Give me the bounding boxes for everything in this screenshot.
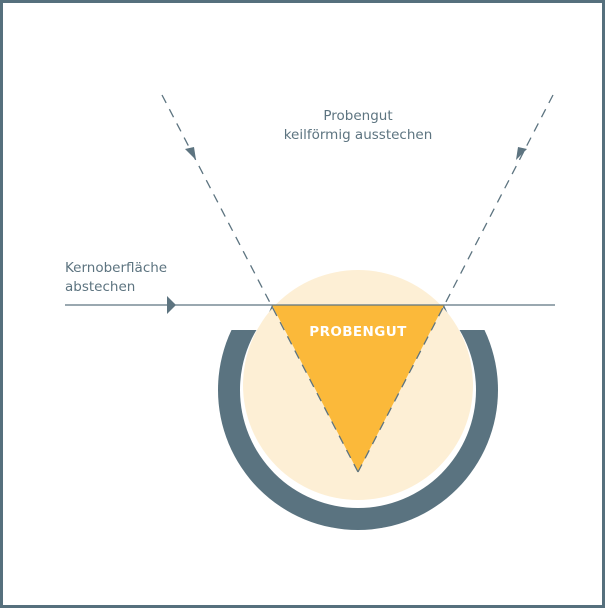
ring-notch-right	[444, 305, 506, 330]
top-label-line1: Probengut	[323, 108, 392, 124]
arrowhead-down-right-icon	[185, 147, 196, 160]
arrowhead-down-left-icon	[516, 147, 527, 160]
arrowhead-right-icon	[167, 296, 176, 314]
left-label-line1: Kernoberfläche	[65, 260, 167, 276]
top-label-line2: keilförmig ausstechen	[284, 127, 433, 143]
wedge-cut-line-right	[357, 94, 554, 473]
sample-wedge	[272, 305, 444, 472]
left-label-line2: abstechen	[65, 279, 135, 295]
sample-label: PROBENGUT	[309, 324, 407, 340]
ring-notch-left	[210, 305, 272, 330]
